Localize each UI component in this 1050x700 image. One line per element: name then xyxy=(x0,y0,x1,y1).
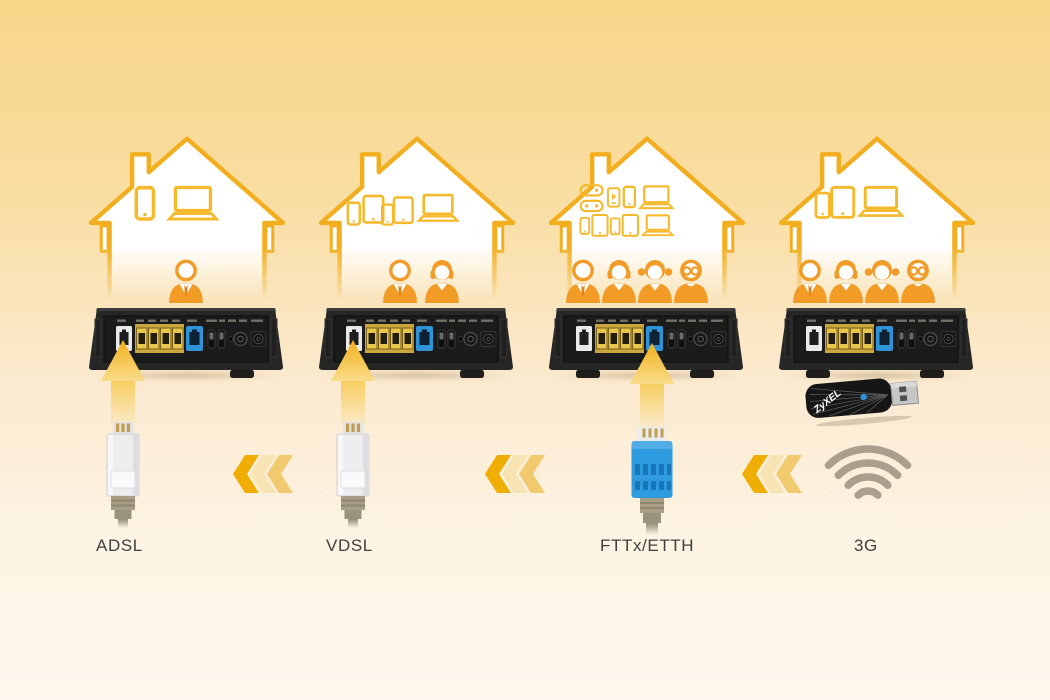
connection-label-fttx: FTTx/ETTH xyxy=(600,536,695,555)
people-icons-fttx xyxy=(635,257,675,303)
people-icons-fttx xyxy=(563,257,603,303)
people-icons-3g xyxy=(898,257,938,303)
router-shadow xyxy=(94,371,278,380)
people-icons-vdsl xyxy=(380,257,420,303)
port-highlight-arrow-icon xyxy=(101,340,145,381)
data-flow-chevrons xyxy=(424,455,574,493)
highlight-beam xyxy=(111,378,135,430)
wifi-signal-icon xyxy=(824,445,912,499)
people-icons-adsl xyxy=(166,257,206,303)
highlight-beam xyxy=(640,381,664,431)
adsl-rj11-connector-icon xyxy=(100,422,146,528)
people-icons-3g xyxy=(790,257,830,303)
router-shadow xyxy=(324,371,508,380)
data-flow-chevrons xyxy=(172,455,322,493)
port-highlight-arrow-icon xyxy=(630,343,674,384)
data-flow-chevrons xyxy=(681,455,831,493)
vdsl-rj11-connector-icon xyxy=(330,422,376,528)
usb-3g-dongle: ZyXEL xyxy=(802,370,924,430)
connection-label-adsl: ADSL xyxy=(96,536,143,555)
people-icons-3g xyxy=(826,257,866,303)
highlight-beam xyxy=(341,378,365,430)
connection-label-vdsl: VDSL xyxy=(326,536,373,555)
people-icons-vdsl xyxy=(422,257,462,303)
fttx-rj45-connector-icon xyxy=(626,427,678,545)
connection-label-3g: 3G xyxy=(854,536,878,555)
router-shadow xyxy=(784,371,968,380)
router-rear-panel xyxy=(778,306,974,380)
port-highlight-arrow-icon xyxy=(331,340,375,381)
people-icons-fttx xyxy=(671,257,711,303)
people-icons-3g xyxy=(862,257,902,303)
people-icons-fttx xyxy=(599,257,639,303)
